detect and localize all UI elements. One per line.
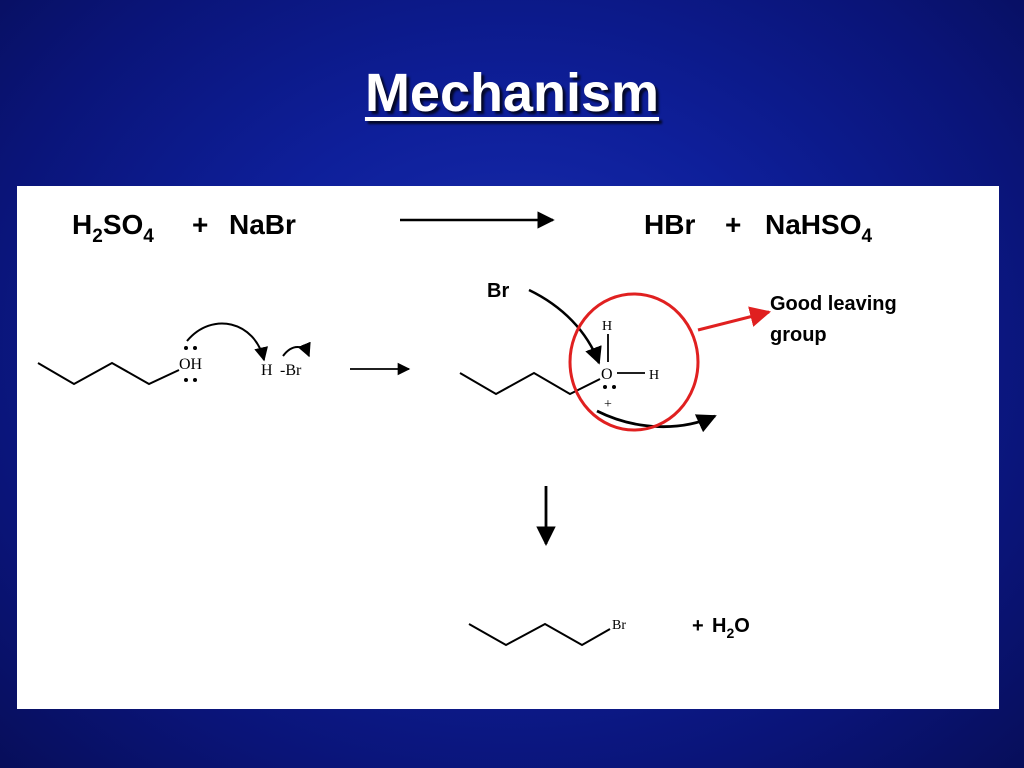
nucleophile-attack-arrow [528, 288, 602, 365]
reagent-nabr: NaBr [229, 209, 296, 240]
oxonium-h-top: H [602, 319, 612, 334]
annotation-line-2: group [770, 324, 827, 346]
diagram-panel: H2SO4 + NaBr HBr + NaHSO4 OH H -Br Br H … [17, 186, 999, 709]
oxonium-h-right: H [649, 368, 659, 383]
reagent-h2so4: H2SO4 [72, 209, 154, 247]
annotation-arrow [697, 306, 772, 332]
bromobutane-chain [468, 622, 611, 647]
byproduct-h2o: H2O [712, 615, 750, 641]
leaving-group-arrow [596, 409, 717, 433]
lone-pair-dot [184, 346, 188, 350]
plus-sign-2: + [725, 209, 741, 240]
product-hbr: HBr [644, 209, 695, 240]
br-nucleophile: Br [487, 280, 509, 302]
oxonium-chain [459, 371, 601, 396]
oxonium-o: O [601, 366, 613, 383]
slide-title: Mechanism [364, 63, 660, 123]
oh-group: OH [179, 356, 203, 373]
lone-pair-dot [193, 346, 197, 350]
lone-pair-dot [184, 378, 188, 382]
byproduct-plus: + [692, 615, 704, 637]
lone-pair-dot [612, 385, 616, 389]
leaving-group-highlight-circle [568, 292, 700, 432]
electron-arrow-oh-to-h [186, 322, 268, 362]
plus-sign-1: + [192, 209, 208, 240]
h-label: H [261, 362, 273, 379]
positive-charge: + [604, 397, 612, 412]
mechanism-diagram: H2SO4 + NaBr HBr + NaHSO4 OH H -Br Br H … [37, 209, 897, 647]
product-nahso4: NaHSO4 [765, 209, 872, 247]
lone-pair-dot [603, 385, 607, 389]
product-br: Br [612, 618, 626, 633]
butanol-chain [37, 361, 180, 386]
annotation-line-1: Good leaving [770, 293, 897, 315]
lone-pair-dot [193, 378, 197, 382]
electron-arrow-h-br [282, 341, 311, 358]
br-label: -Br [280, 362, 302, 379]
